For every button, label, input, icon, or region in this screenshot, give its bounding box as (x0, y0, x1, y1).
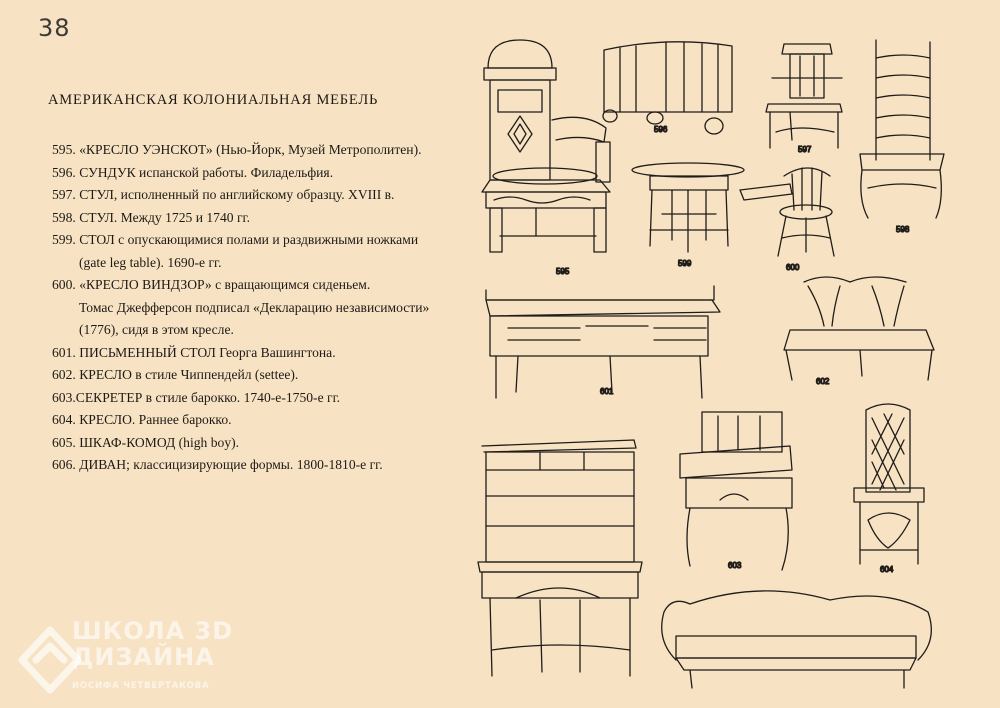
page-heading: АМЕРИКАНСКАЯ КОЛОНИАЛЬНАЯ МЕБЕЛЬ (48, 92, 379, 108)
illustration-599-gateleg-table (631, 162, 745, 253)
caption-604: 604. КРЕСЛО. Раннее барокко. (52, 412, 232, 427)
caption-603: 603.СЕКРЕТЕР в стиле барокко. 1740-е-175… (52, 389, 341, 405)
plate-label-599: 599 (678, 259, 692, 268)
caption-list: 595. «КРЕСЛО УЭНСКОТ» (Нью-Йорк, Музей М… (52, 139, 472, 477)
caption-602: 602. КРЕСЛО в стиле Чиппендейл (settee). (52, 367, 299, 382)
illustration-604-baroque-chair (853, 403, 925, 565)
watermark-text: ШКОЛА 3D ДИЗАЙНА (72, 618, 233, 670)
watermark-line-2: ДИЗАЙНА (72, 643, 215, 671)
caption-606: 606. ДИВАН; классицизирующие формы. 1800… (52, 457, 383, 472)
illustration-598-ladderback-chair (859, 39, 945, 219)
caption-595: 595. «КРЕСЛО УЭНСКОТ» (Нью-Йорк, Музей М… (52, 142, 422, 157)
caption-599-cont: (gate leg table). 1690-е гг. (79, 254, 222, 270)
illustration-595-wainscot-chair (481, 39, 611, 253)
illustration-603-baroque-secretary (679, 411, 793, 571)
plate-label-602: 602 (816, 377, 830, 386)
plate-label-603: 603 (728, 561, 742, 570)
caption-600-cont-2: (1776), сидя в этом кресле. (79, 322, 234, 337)
caption-598: 598. СТУЛ. Между 1725 и 1740 гг. (52, 209, 250, 225)
watermark-line-3: ИОСИФА ЧЕТВЕРТАКОВА (72, 681, 210, 691)
illustration-600-windsor-chair (739, 167, 835, 257)
plate-label-597: 597 (798, 145, 812, 154)
caption-605: 605. ШКАФ-КОМОД (high boy). (52, 434, 240, 450)
page-number: 38 (38, 14, 71, 42)
watermark-logo-icon (18, 626, 82, 694)
plate-label-601: 601 (600, 387, 614, 396)
caption-600-cont-1: Томас Джефферсон подписал «Декларацию не… (79, 299, 430, 315)
caption-600: 600. «КРЕСЛО ВИНДЗОР» с вращающимся сиде… (52, 277, 371, 292)
illustration-602-chippendale-settee (783, 276, 935, 381)
caption-597: 597. СТУЛ, исполненный по английскому об… (52, 187, 395, 202)
caption-601: 601. ПИСЬМЕННЫЙ СТОЛ Георга Вашингтона. (52, 344, 336, 360)
plate-label-595: 595 (556, 267, 570, 276)
caption-599: 599. СТОЛ с опускающимися полами и раздв… (52, 232, 419, 247)
illustration-597-chair (765, 43, 843, 149)
watermark-line-1: ШКОЛА 3D (72, 617, 234, 645)
plate-label-596: 596 (654, 125, 668, 134)
illustration-605-highboy (477, 439, 643, 677)
illustration-606-classical-sofa (661, 590, 932, 689)
illustration-596-chest (602, 41, 733, 135)
plate-label-604: 604 (880, 565, 894, 574)
plate-label-598: 598 (896, 225, 910, 234)
caption-596: 596. СУНДУК испанской работы. Филадельфи… (52, 164, 334, 180)
plate-label-600: 600 (786, 263, 800, 272)
illustration-601-writing-desk (485, 285, 721, 399)
